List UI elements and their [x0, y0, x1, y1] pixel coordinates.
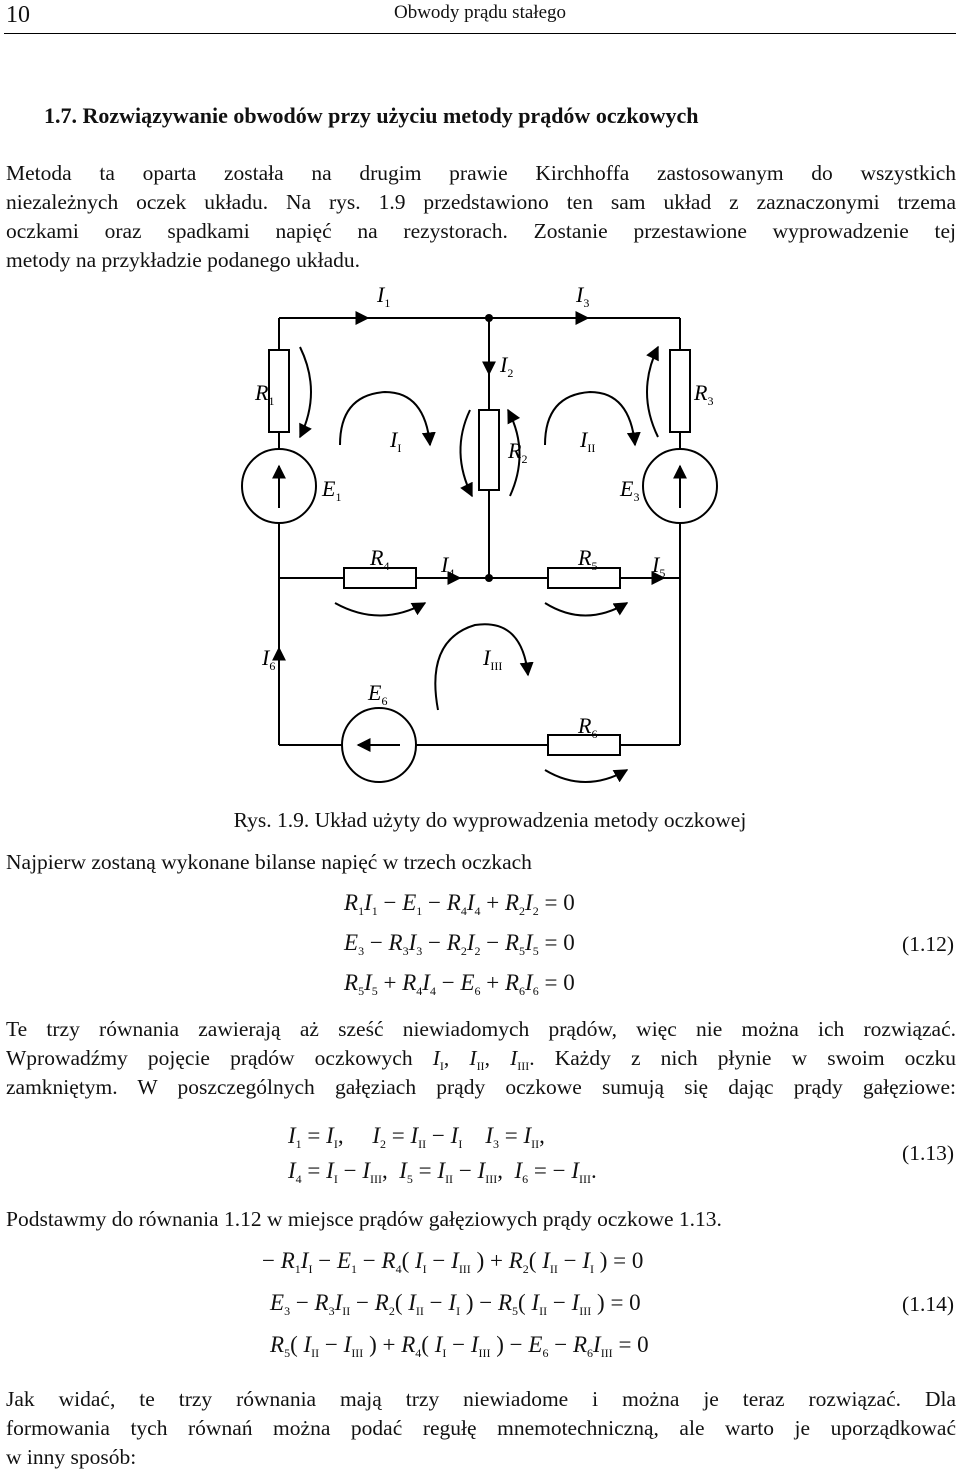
- eq13-number: (1.13): [902, 1141, 954, 1165]
- eq12-line-1: R1I1 − E1 − R4I4 + R2I2 = 0: [344, 890, 575, 918]
- paragraph-4: Podstawmy do równania 1.12 w miejsce prą…: [6, 1207, 722, 1231]
- equation-1-14: − R1II − E1 − R4( II − IIII ) + R2( III …: [0, 1248, 960, 1368]
- arc-r5: [544, 602, 629, 617]
- intro-line: niezależnych oczek układu. Na rys. 1.9 p…: [6, 190, 956, 214]
- loop-arc-iii: [434, 623, 534, 711]
- svg-text:E1: E1: [321, 476, 341, 504]
- circuit-diagram: I1 I3 I2 R1 R3 R2 II III E1 E3 R4 I4 R5 …: [241, 282, 718, 783]
- svg-text:I4: I4: [440, 552, 454, 580]
- svg-text:III: III: [579, 427, 595, 455]
- resistor-r2: [478, 409, 500, 491]
- loop-arc-ii: [544, 390, 641, 447]
- equation-1-12: R1I1 − E1 − R4I4 + R2I2 = 0 E3 − R3I3 − …: [0, 890, 960, 1000]
- paragraph-3: Te trzy równania zawierają aż sześć niew…: [6, 1015, 956, 1102]
- paragraph-5: Jak widać, te trzy równania mają trzy ni…: [6, 1385, 956, 1472]
- eq13-line-2: I4 = II − IIII, I5 = III − IIII, I6 = − …: [288, 1158, 597, 1186]
- section-title: 1.7. Rozwiązywanie obwodów przy użyciu m…: [44, 103, 699, 128]
- svg-text:I6: I6: [261, 645, 275, 673]
- label-e3: E: [619, 476, 634, 501]
- svg-text:II: II: [389, 427, 401, 455]
- equation-1-13: I1 = II, I2 = III − II I3 = III, I4 = II…: [0, 1123, 960, 1193]
- svg-text:I1: I1: [376, 282, 390, 310]
- source-e3: [642, 448, 718, 524]
- eq12-line-2: E3 − R3I3 − R2I2 − R5I5 = 0: [344, 930, 575, 958]
- svg-text:R2: R2: [507, 438, 527, 466]
- resistor-r6: [547, 734, 621, 756]
- label-r3: R: [693, 380, 708, 405]
- label-r4: R: [369, 545, 384, 570]
- intro-line: metody na przykładzie podanego układu.: [6, 248, 361, 272]
- eq14-line-2: E3 − R3III − R2( III − II ) − R5( III − …: [270, 1290, 641, 1318]
- paragraph-2: Najpierw zostaną wykonane bilanse napięć…: [6, 850, 532, 874]
- arc-r1: [299, 346, 312, 439]
- label-loop-iii: I: [482, 645, 492, 670]
- loop-arc-i: [339, 390, 436, 447]
- label-r1: R: [254, 380, 269, 405]
- para5-line: formowania tych równań można podać reguł…: [6, 1416, 956, 1440]
- label-i3: I: [575, 282, 585, 307]
- arc-r4: [334, 602, 427, 617]
- header-rule: [4, 33, 956, 34]
- arc-r2-left: [459, 409, 473, 498]
- svg-text:I3: I3: [575, 282, 589, 310]
- para3-line-2: Wprowadźmy pojęcie prądów oczkowych II, …: [6, 1046, 957, 1073]
- svg-text:R1: R1: [254, 380, 274, 408]
- label-i5: I: [651, 552, 661, 577]
- para3-line: zamkniętym. W poszczególnych gałęziach p…: [6, 1075, 956, 1099]
- svg-text:I2: I2: [499, 352, 513, 380]
- svg-text:R4: R4: [369, 545, 389, 573]
- svg-text:R6: R6: [577, 713, 597, 741]
- resistor-r1: [268, 349, 290, 433]
- node-dot: [485, 314, 493, 322]
- label-i6: I: [261, 645, 271, 670]
- para5-line: Jak widać, te trzy równania mają trzy ni…: [6, 1387, 956, 1411]
- arc-r2-right: [507, 408, 521, 497]
- eq14-line-3: R5( III − IIII ) + R4( II − IIII ) − E6 …: [270, 1332, 649, 1360]
- svg-text:R5: R5: [577, 545, 597, 573]
- node-dot: [485, 574, 493, 582]
- intro-paragraph: Metoda ta oparta została na drugim prawi…: [6, 159, 956, 275]
- label-loop-ii: I: [579, 427, 589, 452]
- label-i4: I: [440, 552, 450, 577]
- label-e1: E: [321, 476, 336, 501]
- label-i1: I: [376, 282, 386, 307]
- para3-line: Te trzy równania zawierają aż sześć niew…: [6, 1017, 956, 1041]
- label-r6: R: [577, 713, 592, 738]
- resistor-r4: [343, 567, 417, 589]
- eq13-line-1: I1 = II, I2 = III − II I3 = III,: [288, 1123, 545, 1151]
- svg-text:IIII: IIII: [482, 645, 502, 673]
- label-r5: R: [577, 545, 592, 570]
- resistor-r5: [547, 567, 621, 589]
- intro-line: oczkami oraz spadkami napięć na rezystor…: [6, 219, 956, 243]
- eq14-number: (1.14): [902, 1292, 954, 1316]
- running-title: Obwody prądu stałego: [393, 2, 567, 23]
- eq12-line-3: R5I5 + R4I4 − E6 + R6I6 = 0: [344, 970, 575, 998]
- source-e6: [341, 707, 417, 783]
- svg-text:E6: E6: [367, 680, 387, 708]
- label-r2: R: [507, 438, 522, 463]
- label-i2: I: [499, 352, 509, 377]
- para5-line: w inny sposób:: [6, 1445, 137, 1469]
- eq12-number: (1.12): [902, 932, 954, 956]
- arc-r3: [646, 345, 659, 438]
- resistor-r3: [669, 349, 691, 433]
- page-number: 10: [6, 2, 30, 28]
- source-e1: [241, 448, 317, 524]
- svg-text:E3: E3: [619, 476, 639, 504]
- arc-r6: [544, 769, 629, 783]
- eq14-line-1: − R1II − E1 − R4( II − IIII ) + R2( III …: [262, 1248, 644, 1276]
- svg-text:I5: I5: [651, 552, 665, 580]
- svg-text:R3: R3: [693, 380, 713, 408]
- label-e6: E: [367, 680, 382, 705]
- figure-caption: Rys. 1.9. Układ użyty do wyprowadzenia m…: [233, 808, 747, 832]
- label-loop-i: I: [389, 427, 399, 452]
- intro-line: Metoda ta oparta została na drugim prawi…: [6, 161, 956, 185]
